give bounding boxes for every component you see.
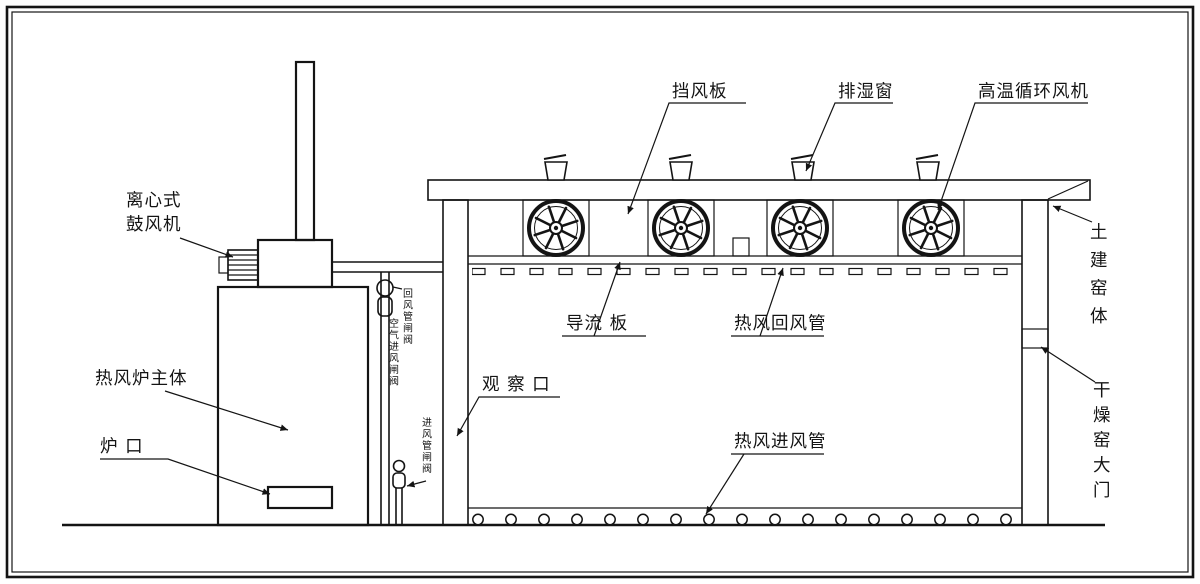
return-duct-openings [472,267,1020,276]
furnace-upper-box [256,238,334,289]
kiln-left-wall [442,199,469,526]
label-kiln-body: 土建窑体 [1090,223,1109,327]
kiln-door-section [1021,328,1049,349]
kiln-roof [427,179,1091,201]
kiln-right-wall [1021,199,1049,526]
leader-baffle-plate [627,102,746,215]
label-return-valve: 回风管闸阀 [403,288,413,346]
roof-end-bevel [1047,180,1089,200]
leader-circulation-fan [937,102,1088,211]
leader-kiln-body [1052,205,1093,223]
label-circulation-fan: 高温循环风机 [978,82,1089,102]
furnace-body [216,285,370,527]
label-return-pipe: 热风回风管 [734,314,827,334]
drying-kiln [427,154,1091,526]
label-air-intake-valve: 空气进风闸阀 [389,317,399,388]
label-blower-line1: 离心式 [126,191,182,211]
moisture-vent-icon [543,154,568,181]
label-intake-pipe: 热风进风管 [734,432,827,452]
vertical-pipe [380,272,390,525]
horizontal-hot-air-pipe [332,261,443,273]
label-blower-line2: 鼓风机 [126,215,182,235]
chimney [294,60,316,242]
leader-return-pipe [759,267,784,337]
leader-furnace-body [164,390,289,431]
label-furnace-mouth: 炉 口 [100,437,144,457]
label-intake-valve: 进风管闸阀 [422,417,432,475]
centrifugal-blower [218,249,259,281]
moisture-vent-icon [790,154,815,181]
leader-guide-plate [593,261,621,337]
roof-vents [543,154,940,181]
leader-observation-port [456,396,560,437]
label-moisture-window: 排湿窗 [838,82,894,102]
intake-gate-valve [392,459,406,525]
label-furnace-body: 热风炉主体 [95,369,188,389]
leader-blower [179,237,234,258]
leader-furnace-mouth [100,458,271,495]
leader-intake-valve [406,480,427,488]
fan-bay-pillar [732,237,750,257]
circulation-fan-icon [773,201,827,255]
furnace-mouth-opening [266,485,334,510]
intake-pipe-holes [472,510,1015,526]
leader-moisture-window [805,102,893,172]
circulation-fan-icon [529,201,583,255]
label-kiln-door: 干燥窑大门 [1093,381,1112,501]
circulation-fan-icon [904,201,958,255]
fan-bay [522,200,965,257]
moisture-vent-icon [668,154,693,181]
label-guide-plate: 导流 板 [566,314,628,334]
label-observation-port: 观 察 口 [482,375,551,395]
text-labels: 挡风板 排湿窗 高温循环风机 离心式 鼓风机 热风炉主体 炉 口 导流 板 热风… [95,82,1112,501]
flow-guide-plate-lines [468,255,1022,265]
label-baffle-plate: 挡风板 [672,82,728,102]
hot-air-furnace [216,60,370,527]
leader-kiln-door [1040,346,1096,383]
pipes-and-valves [332,261,443,525]
return-gate-valve [376,279,394,317]
frame-border [5,5,1195,579]
moisture-vent-icon [915,154,940,181]
leader-lines [100,102,1096,515]
leader-return-valve [392,286,403,290]
circulation-fan-icon [654,201,708,255]
leader-intake-pipe [705,453,745,515]
